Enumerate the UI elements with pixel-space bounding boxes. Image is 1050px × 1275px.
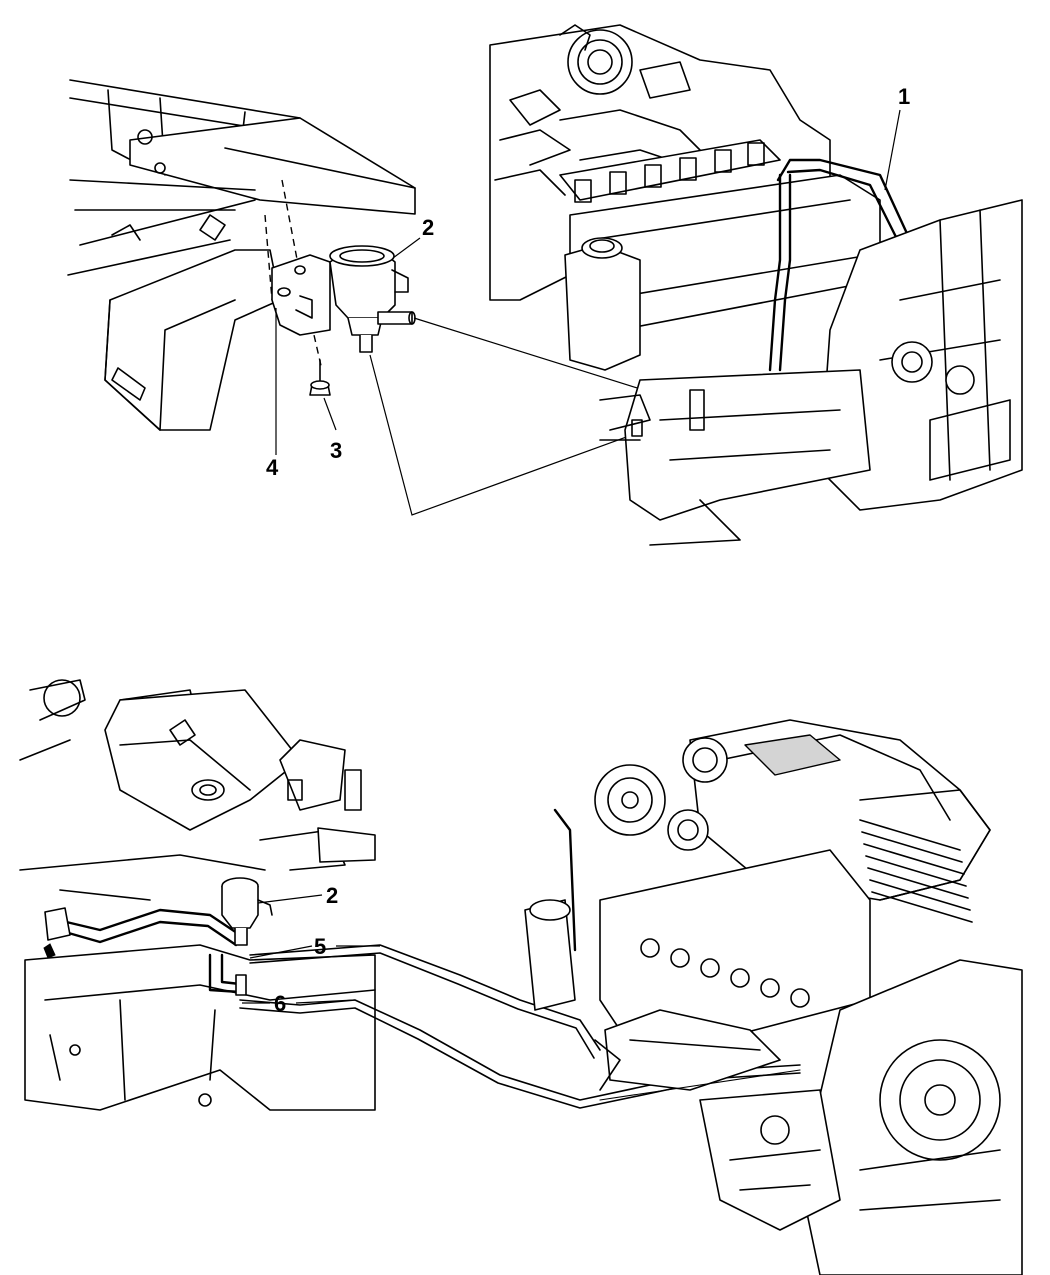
frame-lower-assembly <box>19 679 376 1111</box>
hose-connection-lines <box>369 317 651 516</box>
callout-6-group: 6 <box>242 991 356 1016</box>
callout-5-group: 5 <box>249 934 380 959</box>
engine-assembly-bottom <box>524 719 1023 1275</box>
callout-2a-group: 2 <box>392 215 434 259</box>
leak-detection-pump-bottom <box>221 877 273 996</box>
callout-1: 1 <box>898 84 910 109</box>
callout-4: 4 <box>266 455 279 480</box>
engine-assembly-top <box>489 24 1023 546</box>
callout-2b-group: 2 <box>257 883 338 908</box>
callout-3: 3 <box>330 438 342 463</box>
mounting-screw <box>309 359 331 396</box>
callout-6: 6 <box>274 991 286 1016</box>
frame-crossmember-upper <box>67 79 416 431</box>
mounting-bracket <box>271 254 331 336</box>
callout-4-group: 4 <box>266 308 279 480</box>
alignment-lines-top <box>264 179 323 371</box>
leak-detection-pump-top <box>329 245 416 353</box>
callout-5: 5 <box>314 934 326 959</box>
callout-2-bottom: 2 <box>326 883 338 908</box>
callout-2-top: 2 <box>422 215 434 240</box>
callout-1-group: 1 <box>884 84 910 191</box>
callout-3-group: 3 <box>323 397 342 463</box>
hoses-lower-left <box>43 907 242 994</box>
